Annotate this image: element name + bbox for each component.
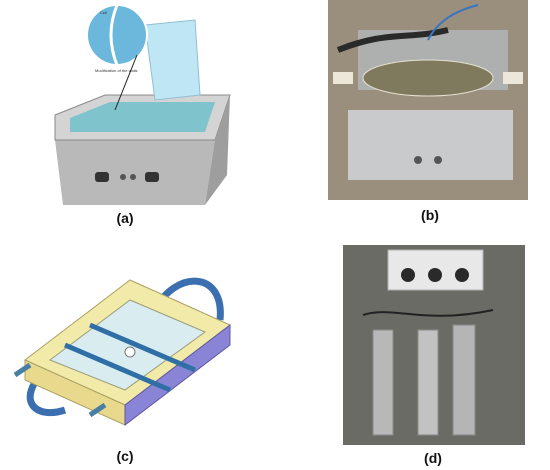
panel-a-svg: Cell Modification of the walls: [54, 4, 231, 205]
blue-wire: [427, 4, 479, 41]
reactor-cap-right: [503, 72, 523, 84]
panel-a-ultrasonic-bath-illustration: Cell Modification of the walls: [45, 0, 245, 205]
caption-c: (c): [116, 448, 134, 464]
panel-d-svg: [362, 249, 494, 436]
fan-2: [428, 268, 442, 282]
panel-b-reactor-photo: [328, 0, 528, 200]
bath-side: [205, 95, 230, 205]
column-2: [417, 329, 439, 436]
frame-side: [124, 323, 231, 427]
bath-water: [70, 102, 215, 132]
center-hole: [124, 346, 136, 358]
fan-3: [455, 268, 469, 282]
panel-d-apparatus-photo: [343, 245, 525, 445]
panel-b-svg: [333, 4, 523, 180]
bath-indicator-2: [130, 174, 136, 180]
base-bolt-1: [414, 156, 422, 164]
rod-2: [89, 322, 196, 373]
reactor-cylinder: [362, 59, 494, 97]
zoom-pointer-line: [114, 54, 138, 111]
wires: [362, 309, 494, 317]
reactor-base: [348, 110, 513, 180]
column-3: [452, 324, 476, 436]
caption-d: (d): [424, 450, 442, 466]
caption-b: (b): [421, 207, 439, 223]
zoom-label-wall: Modification of the walls: [95, 68, 137, 73]
bath-indicator: [120, 174, 126, 180]
panel-c-cad-reactor: [5, 250, 240, 440]
sample-bag: [144, 19, 201, 101]
bath-front: [55, 140, 215, 205]
frame-inner: [48, 299, 207, 391]
bath-knob-right: [145, 172, 159, 182]
caption-a: (a): [116, 210, 134, 226]
base-bolt-2: [434, 156, 442, 164]
zoom-label-cell: Cell: [100, 10, 107, 15]
rod-1: [64, 342, 171, 393]
bath-knob-left: [95, 172, 109, 182]
fan-1: [401, 268, 415, 282]
zoom-cell-circle: [86, 4, 148, 66]
zoom-cell-wall: [109, 4, 119, 66]
panel-c-svg: [13, 277, 231, 427]
connector-1: [13, 362, 32, 378]
column-1: [372, 329, 394, 436]
reactor-cap-left: [333, 72, 353, 84]
connector-2: [88, 402, 107, 418]
power-cable: [336, 27, 449, 53]
